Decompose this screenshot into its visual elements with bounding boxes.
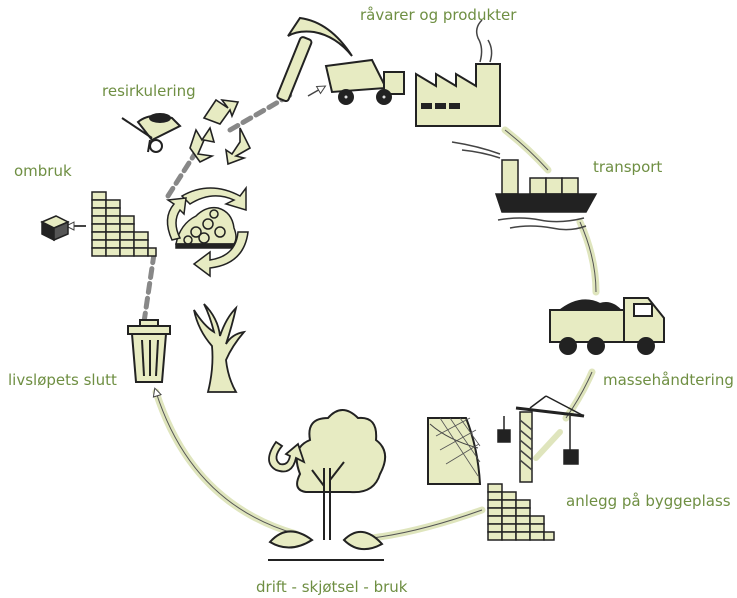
label-transport: transport: [593, 158, 663, 176]
loaded-truck-icon: [549, 297, 665, 355]
single-brick-icon: [40, 215, 70, 242]
cycle-arrow-icon: [268, 440, 306, 473]
tower-crane-icon: [497, 395, 585, 483]
arrow-bricks-to-tree: [368, 506, 486, 542]
dashed-path-bin-to-bricks: [141, 251, 157, 325]
label-operation: drift - skjøtsel - bruk: [256, 578, 408, 596]
recycle-icon: [189, 98, 252, 166]
wheelbarrow-icon: [121, 113, 182, 153]
cargo-ship-icon: [451, 141, 598, 231]
dump-truck-icon: [324, 58, 405, 105]
label-end-of-life: livsløpets slutt: [8, 371, 117, 389]
seedling-icon: [268, 530, 384, 561]
arrow-crane-to-bricks: [533, 429, 563, 461]
label-recycling: resirkulering: [102, 82, 196, 100]
pickaxe-icon: [276, 16, 353, 103]
dead-tree-icon: [193, 303, 247, 393]
label-construction: anlegg på byggeplass: [566, 492, 731, 510]
brick-stack-icon: [487, 483, 555, 541]
retaining-wall-icon: [427, 417, 482, 485]
label-mass-handling: massehåndtering: [603, 371, 734, 389]
factory-icon: [415, 19, 501, 127]
label-raw-materials: råvarer og produkter: [360, 6, 517, 24]
rubble-pile-icon: [165, 185, 249, 278]
label-reuse: ombruk: [14, 162, 72, 180]
reuse-brick-stack-icon: [91, 191, 157, 257]
tree-icon: [295, 409, 387, 540]
trash-bin-icon: [127, 319, 171, 383]
arrow-ship-to-truck: [576, 218, 600, 296]
arrow-truck-to-crane: [562, 368, 596, 422]
